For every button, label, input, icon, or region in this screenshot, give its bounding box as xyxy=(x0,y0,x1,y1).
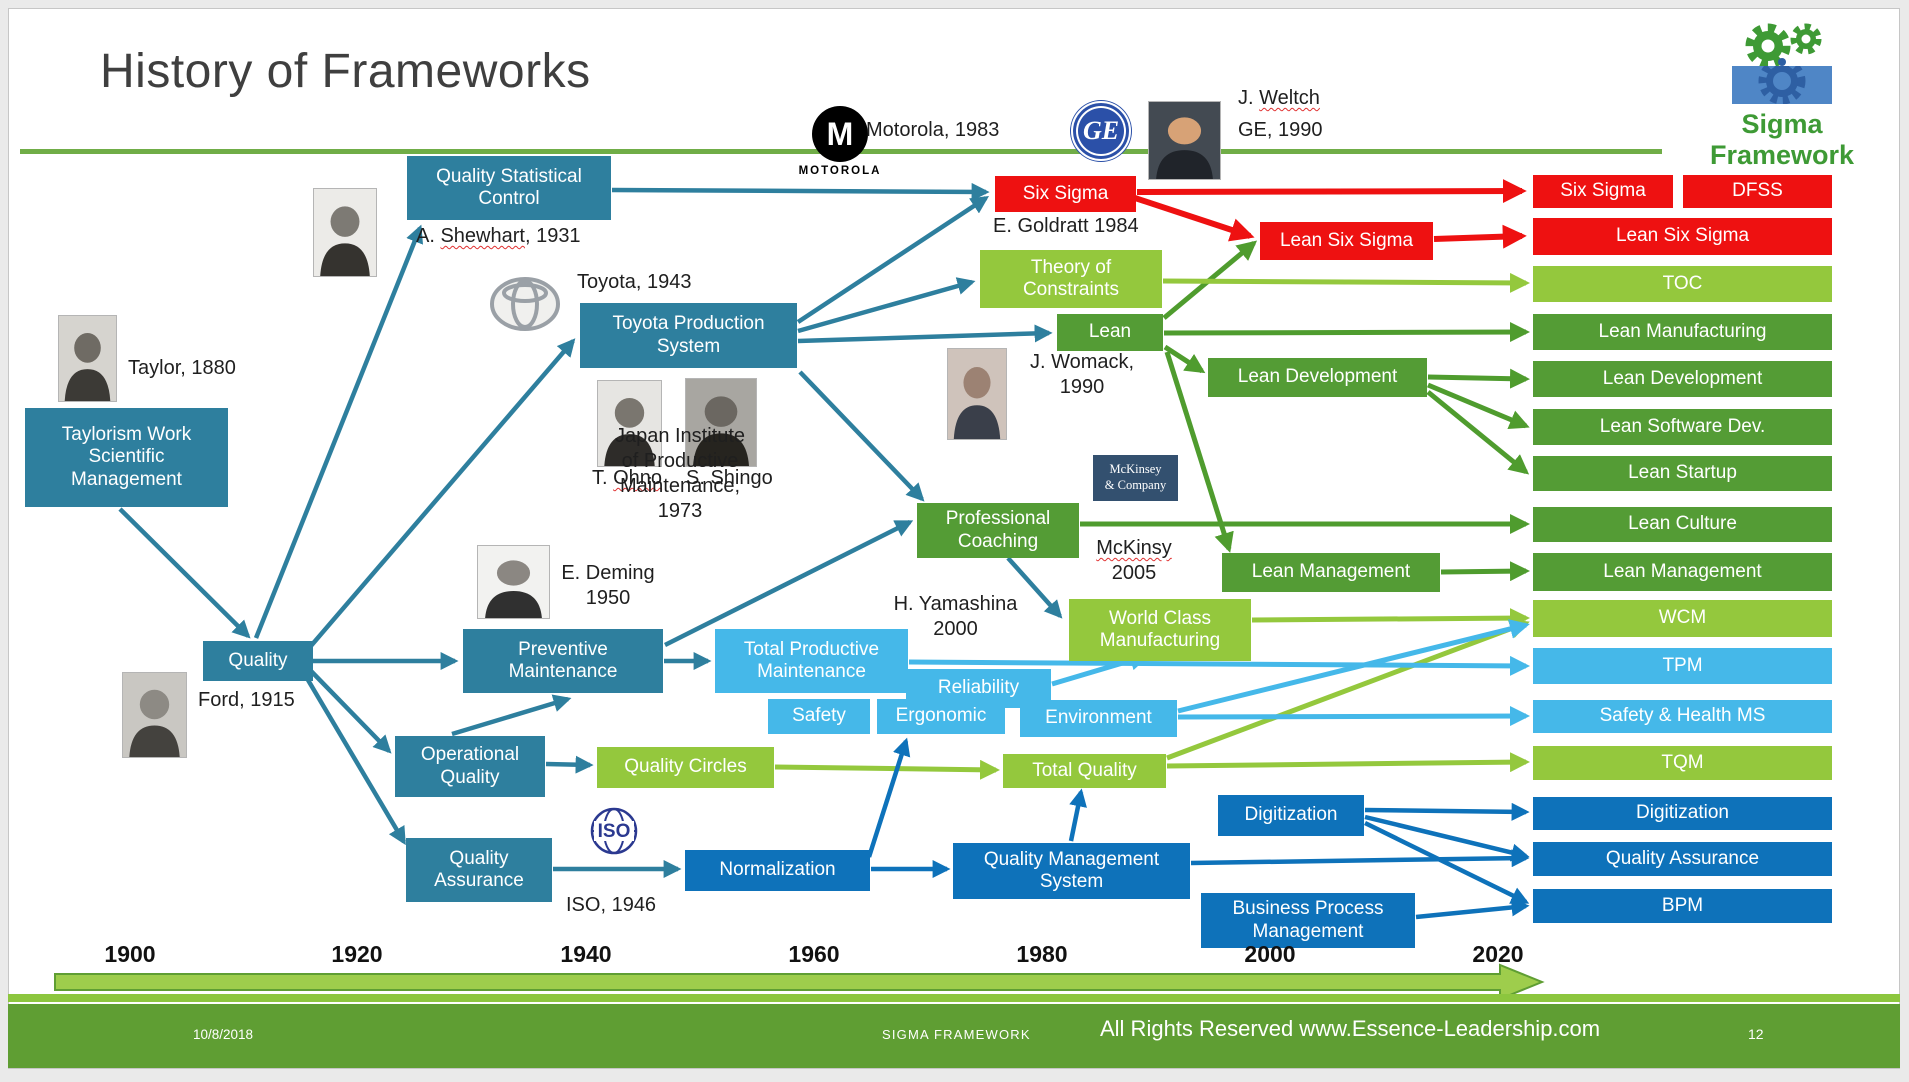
footer-accent-strip xyxy=(8,994,1900,1002)
footer-page-number: 12 xyxy=(1748,1026,1764,1042)
footer-brand: SIGMA FRAMEWORK xyxy=(882,1027,1031,1042)
footer-date: 10/8/2018 xyxy=(193,1027,254,1042)
sigma-framework-wordmark: Sigma Framework xyxy=(1709,109,1855,170)
motorola-icon: M xyxy=(812,106,868,162)
motorola-wordmark: MOTOROLA xyxy=(798,165,882,177)
mckinsey-logo: McKinsey & Company xyxy=(1093,455,1178,501)
footer-bar xyxy=(8,1004,1900,1068)
toyota-logo xyxy=(489,275,561,338)
ge-logo: GE xyxy=(1071,101,1131,161)
motorola-logo: M MOTOROLA xyxy=(794,106,886,177)
slide-background xyxy=(8,8,1900,1069)
page-title: History of Frameworks xyxy=(100,45,591,98)
svg-text:ISO: ISO xyxy=(598,821,631,842)
iso-logo: ISO xyxy=(588,804,640,863)
gears-icon xyxy=(1732,23,1832,104)
footer-rights: All Rights Reserved www.Essence-Leadersh… xyxy=(1100,1016,1601,1041)
sigma-framework-logo: Sigma Framework xyxy=(1666,18,1898,171)
